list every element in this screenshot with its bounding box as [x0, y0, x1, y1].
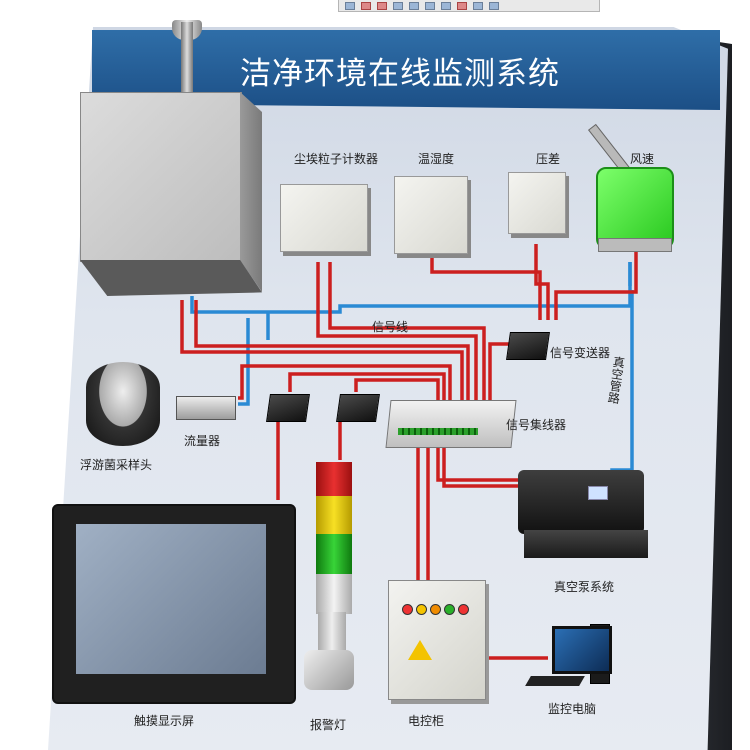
power-wire [288, 372, 446, 400]
power-wire [354, 378, 440, 400]
temp-humidity-sensor [394, 176, 468, 254]
plankton-sampler-label: 浮游菌采样头 [80, 458, 153, 472]
zoom-icon[interactable] [345, 1, 355, 10]
vacuum-pump-base [524, 530, 648, 558]
indicator-lamp [402, 604, 413, 615]
alarm-stem [318, 612, 346, 652]
alarm-lamp-label: 报警灯 [310, 718, 347, 732]
indicator-lamp [416, 604, 427, 615]
alarm-yellow-segment [316, 496, 352, 534]
signal-line-label: 信号线 [372, 320, 409, 334]
warning-icon [408, 640, 432, 660]
indicator-lamp [430, 604, 441, 615]
pressure-diff-sensor [508, 172, 566, 234]
rotate-right-icon[interactable] [425, 1, 435, 10]
alarm-red-segment [316, 462, 352, 496]
zoom-in-icon[interactable] [361, 1, 371, 10]
cabinet-side [240, 92, 262, 292]
power-wire [180, 300, 464, 400]
signal-transmitter-device [506, 332, 550, 360]
converter-module [336, 394, 380, 422]
control-cabinet-device [388, 580, 486, 700]
info-icon[interactable] [489, 1, 499, 10]
flowmeter-label: 流量器 [184, 434, 221, 448]
settings-icon[interactable] [473, 1, 483, 10]
signal-wire [190, 262, 632, 314]
control-cabinet-label: 电控柜 [408, 714, 445, 728]
power-wire [430, 252, 542, 320]
terminal-block [398, 428, 478, 435]
power-wire [238, 364, 452, 400]
touch-screen-display [76, 524, 266, 674]
delete-icon[interactable] [457, 1, 467, 10]
alarm-green-segment [316, 534, 352, 574]
viewer-toolbar [338, 0, 600, 12]
signal-concentrator-device [385, 400, 517, 448]
power-wire [442, 446, 520, 488]
power-wire [194, 300, 470, 400]
board-title: 洁净环境在线监测系统 [240, 56, 560, 92]
power-wire [436, 446, 520, 482]
power-wire [316, 262, 478, 400]
flowmeter-device [176, 396, 236, 420]
signal-transmitter-label: 信号变送器 [550, 346, 611, 360]
alarm-base [304, 650, 354, 690]
save-icon[interactable] [441, 1, 451, 10]
touch-screen-label: 触摸显示屏 [134, 714, 195, 728]
pc-keyboard [525, 676, 585, 686]
pressure-diff-label: 压差 [536, 152, 561, 166]
signal-concentrator-label: 信号集线器 [506, 418, 567, 432]
wind-speed-sensor [596, 167, 674, 249]
alarm-body [316, 574, 352, 614]
pump-display [588, 486, 608, 500]
zoom-out-icon[interactable] [377, 1, 387, 10]
converter-module [266, 394, 310, 422]
temp-humidity-label: 温湿度 [418, 152, 455, 166]
wind-sensor-mount [598, 238, 672, 252]
pc-monitor [552, 626, 612, 674]
plankton-sampler-head [86, 362, 160, 446]
equipment-cabinet [80, 92, 242, 262]
cabinet-bottom [80, 260, 262, 296]
indicator-lamp [444, 604, 455, 615]
power-wire [534, 244, 550, 320]
exhaust-pipe [181, 22, 193, 92]
vacuum-pump-label: 真空泵系统 [554, 580, 615, 594]
wind-speed-label: 风速 [630, 152, 655, 166]
monitor-pc-label: 监控电脑 [548, 702, 597, 716]
rotate-left-icon[interactable] [409, 1, 419, 10]
copy-icon[interactable] [393, 1, 403, 10]
particle-counter-device [280, 184, 368, 252]
indicator-lamp [458, 604, 469, 615]
power-wire [328, 262, 486, 400]
vacuum-pump-body [518, 470, 644, 534]
particle-counter-label: 尘埃粒子计数器 [294, 152, 379, 166]
power-wire [554, 250, 638, 320]
